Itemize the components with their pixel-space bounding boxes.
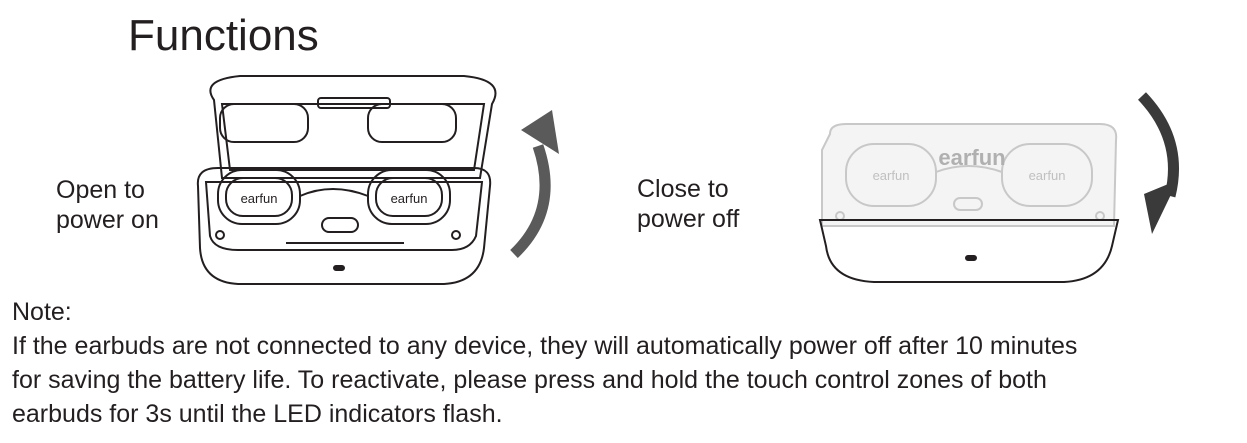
note-line-3: earbuds for 3s until the LED indicators … [12,400,503,428]
page-title: Functions [128,11,319,60]
closed-left-bud-brand: earfun [873,168,910,183]
note-line-1: If the earbuds are not connected to any … [12,332,1078,360]
open-arrow-icon [510,110,559,258]
open-caption-line2: power on [56,206,159,234]
closed-right-bud-brand: earfun [1029,168,1066,183]
closed-lid-brand: earfun [938,145,1005,170]
note-line-2: for saving the battery life. To reactiva… [12,366,1047,394]
note-label: Note: [12,298,72,326]
close-caption-line2: power off [637,205,740,233]
closed-case-base [818,219,1120,283]
open-right-bud-brand: earfun [391,191,428,206]
close-caption-line1: Close to [637,175,729,203]
note-block: Note: If the earbuds are not connected t… [12,295,1242,431]
closed-case-illustration [821,123,1118,227]
open-left-bud-brand: earfun [241,191,278,206]
open-case-illustration [196,75,497,285]
open-caption: Open to power on [56,175,159,235]
close-caption: Close to power off [637,174,739,234]
open-caption-line1: Open to [56,176,145,204]
close-arrow-icon [1137,92,1179,234]
